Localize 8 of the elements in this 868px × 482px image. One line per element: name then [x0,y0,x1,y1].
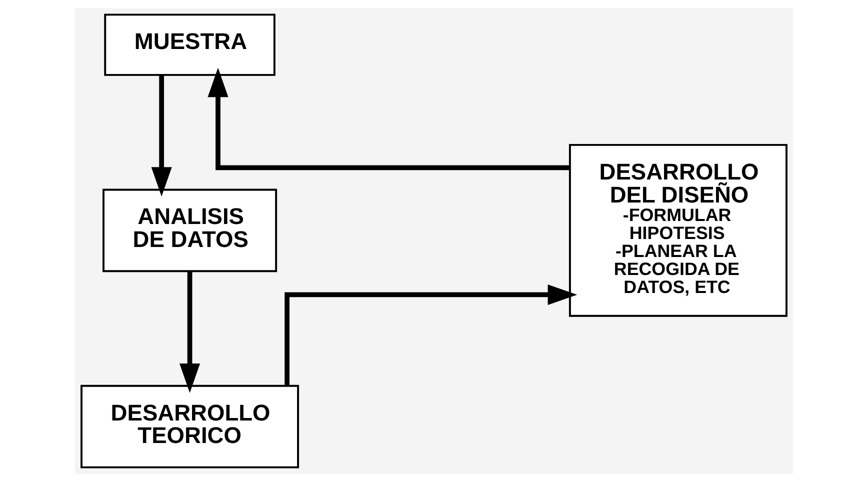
arrow [208,68,570,170]
node-box: DESARROLLO TEORICO [80,384,300,468]
node-box: ANALISIS DE DATOS [102,188,278,272]
node-box: DESARROLLO DEL DISEÑO -FORMULAR HIPOTESIS -PLANEAR LA RECOGIDA DE DATOS, ETC [568,144,788,317]
arrow [151,75,172,196]
arrow [180,272,200,393]
node-box: MUESTRA [104,14,276,76]
arrow [284,284,578,386]
